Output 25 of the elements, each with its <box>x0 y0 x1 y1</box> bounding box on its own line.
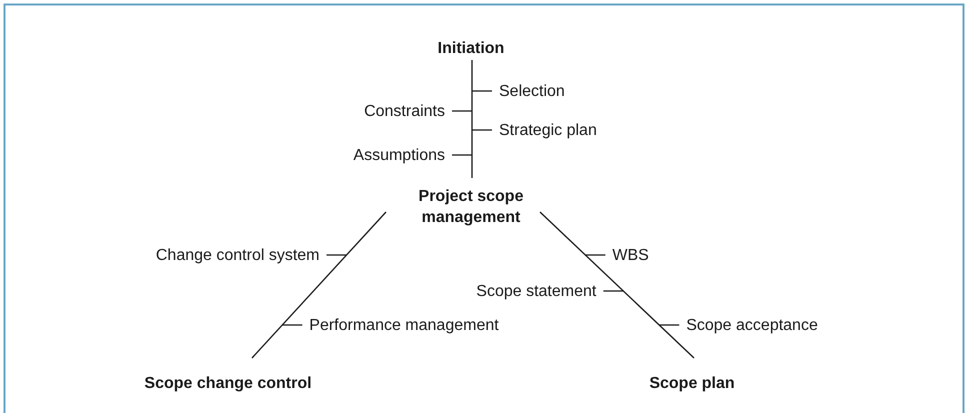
branch-label: Scope statement <box>476 280 604 302</box>
branch-label: Assumptions <box>353 144 452 166</box>
branch-label: Change control system <box>156 244 327 266</box>
leader-line <box>326 254 347 256</box>
branch-line <box>471 60 473 178</box>
topic-heading: Scope plan <box>649 372 735 394</box>
branch-label: Performance management <box>302 314 499 336</box>
leader-line <box>452 154 472 156</box>
central-topic: Project scope management <box>396 186 546 228</box>
topic-heading: Scope change control <box>144 372 312 394</box>
leader-line <box>585 254 606 256</box>
leader-line <box>472 129 492 131</box>
branch-label: Scope acceptance <box>679 314 818 336</box>
branch-label: Strategic plan <box>492 120 597 140</box>
leader-line <box>282 324 302 326</box>
leader-line <box>452 110 472 112</box>
topic-heading: Initiation <box>438 38 504 58</box>
branch-label: Constraints <box>364 100 452 122</box>
branch-label: WBS <box>605 244 649 266</box>
branch-line <box>540 212 694 358</box>
leader-line <box>659 324 680 326</box>
leader-line <box>603 290 624 292</box>
branch-label: Selection <box>492 80 565 102</box>
branch-line <box>252 212 386 358</box>
leader-line <box>472 90 492 92</box>
